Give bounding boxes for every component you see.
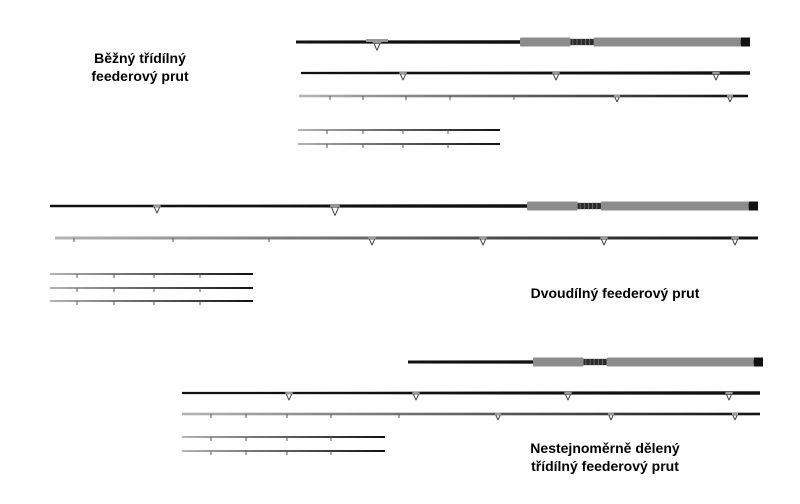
rear-grip	[600, 201, 749, 211]
rod-guide-icon	[731, 236, 739, 246]
rod-guide-icon	[330, 204, 340, 216]
rod-guide-icon	[732, 412, 738, 421]
reel-seat-body	[577, 202, 601, 210]
fore-grip	[520, 37, 571, 47]
hook-keeper	[366, 39, 388, 42]
rear-grip	[593, 37, 741, 47]
quiver-tip-blank	[182, 450, 385, 452]
rod-guide-icon	[725, 391, 733, 401]
butt-cap	[748, 201, 758, 211]
butt-cap	[753, 357, 763, 367]
reel-seat-icon	[577, 202, 601, 210]
rod-guide-icon	[552, 71, 560, 81]
fore-grip	[527, 201, 578, 211]
rod-handle	[533, 357, 763, 367]
rod-uneven-three-piece	[182, 357, 763, 455]
rod-handle	[527, 201, 758, 211]
reel-seat-icon	[583, 358, 607, 366]
caption-line-1: Nestejnoměrně dělený	[530, 440, 680, 456]
rod-guide-icon	[285, 391, 293, 401]
quiver-tip-blank	[50, 273, 253, 275]
reel-seat-body	[583, 358, 607, 366]
rod-guide-icon	[564, 391, 572, 401]
caption-standard-three-piece-rod: Běžný třídílný feederový prut	[70, 49, 210, 85]
reel-seat-icon	[570, 38, 594, 46]
rod-guide-icon	[372, 40, 382, 51]
caption-line-2: feederový prut	[91, 68, 189, 84]
rod-guide-icon	[412, 391, 420, 401]
quiver-tip-blank	[298, 129, 500, 131]
rod-guide-icon	[495, 412, 501, 421]
caption-line-2: třídílný feederový prut	[531, 458, 679, 474]
rod-guide-icon	[712, 71, 720, 81]
rod-guide-icon	[153, 204, 161, 214]
caption-two-piece-rod: Dvoudílný feederový prut	[510, 284, 720, 302]
rear-grip	[606, 357, 754, 367]
quiver-tip-blank	[50, 300, 253, 302]
reel-seat-body	[570, 38, 594, 46]
quiver-tip-blank	[299, 94, 748, 98]
quiver-tip-blank	[182, 412, 760, 416]
caption-line-1: Běžný třídílný	[94, 50, 186, 66]
rod-guide-icon	[479, 236, 487, 246]
caption-line-1: Dvoudílný feederový prut	[530, 285, 700, 301]
fore-grip	[533, 357, 584, 367]
caption-uneven-three-piece-rod: Nestejnoměrně dělený třídílný feederový …	[505, 439, 705, 475]
rod-handle	[520, 37, 750, 47]
rod-guide-icon	[727, 94, 733, 103]
quiver-tip-blank	[55, 236, 758, 240]
middle-section-blank	[182, 391, 760, 395]
rod-guide-icon	[608, 412, 614, 421]
quiver-tip-blank	[50, 287, 253, 289]
rod-guide-icon	[399, 71, 407, 81]
quiver-tip-blank	[298, 143, 500, 145]
rod-guide-icon	[600, 236, 608, 246]
rod-guide-icon	[368, 236, 376, 246]
butt-cap	[740, 37, 750, 47]
rod-guide-icon	[614, 94, 620, 103]
middle-section-blank	[301, 71, 750, 75]
rod-two-piece	[50, 201, 758, 305]
quiver-tip-blank	[182, 436, 385, 438]
rod-standard-three-piece	[296, 37, 750, 148]
